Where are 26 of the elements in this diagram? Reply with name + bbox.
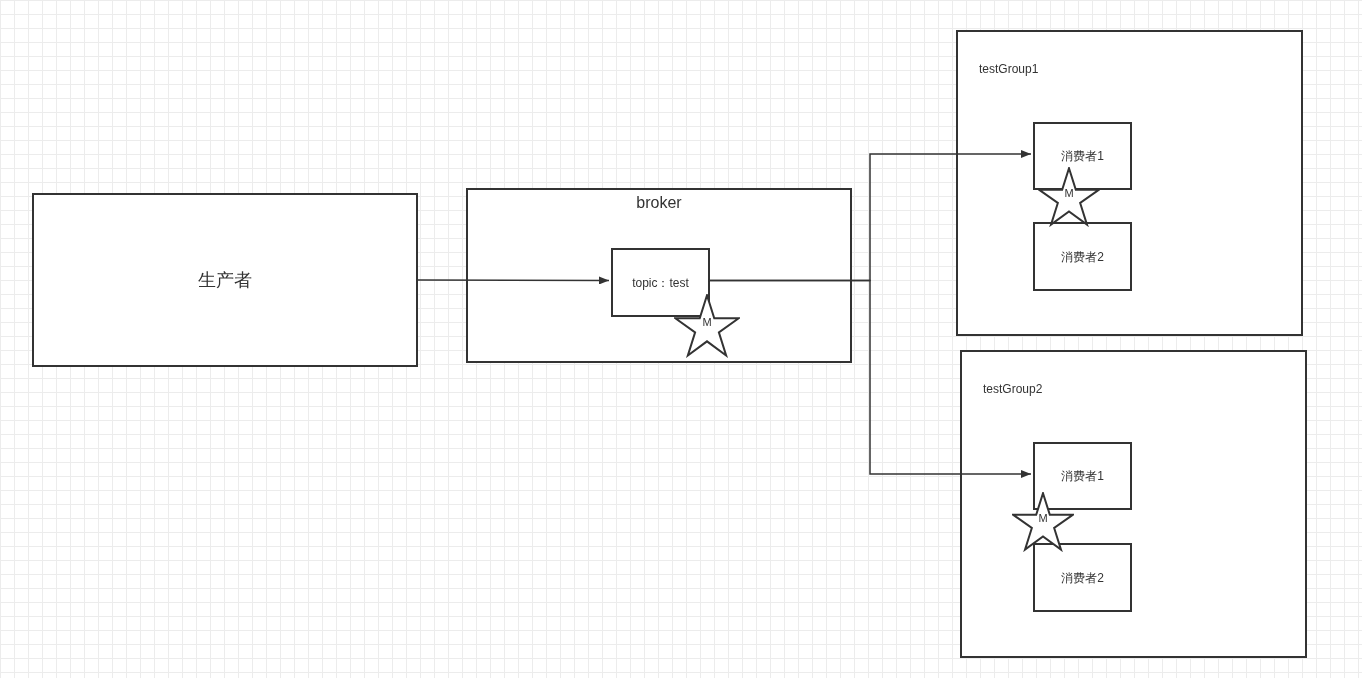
consumer-box <box>1033 442 1132 510</box>
topic-box <box>611 248 710 317</box>
star-label: M <box>1037 512 1049 524</box>
consumer-box <box>1033 543 1132 612</box>
box-label: 消费者1 <box>1061 148 1104 165</box>
broker-box <box>466 188 852 363</box>
star-shape <box>674 294 740 358</box>
arrow <box>417 276 610 285</box>
broker-title: broker <box>635 193 683 213</box>
group-title: testGroup1 <box>979 61 1039 78</box>
producer-label: 生产者 <box>198 268 252 292</box>
group-box <box>960 350 1307 658</box>
group-box <box>956 30 1303 336</box>
group-title: testGroup2 <box>983 381 1043 398</box>
star-shape <box>1012 492 1074 552</box>
star-shape <box>1038 167 1100 227</box>
consumer-box <box>1033 122 1132 190</box>
star-label: M <box>1063 187 1075 199</box>
box-label: 消费者2 <box>1061 569 1104 587</box>
producer-box <box>32 193 418 367</box>
box-label: 消费者2 <box>1061 248 1104 266</box>
consumer-box <box>1033 222 1132 291</box>
arrow <box>707 279 1032 478</box>
star-label: M <box>701 316 713 328</box>
box-label: topic：test <box>632 274 689 292</box>
box-label: 消费者1 <box>1061 468 1104 485</box>
